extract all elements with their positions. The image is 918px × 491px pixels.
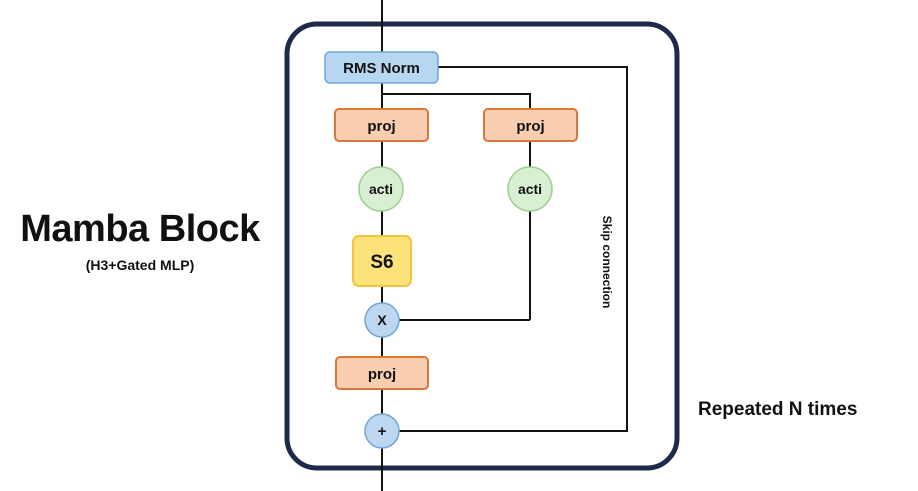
multiply-node: X (364, 302, 400, 338)
add-node: + (364, 413, 400, 449)
acti-right-label: acti (518, 181, 542, 197)
multiply-label: X (377, 312, 387, 328)
add-label: + (378, 423, 387, 440)
acti-right-node: acti (507, 166, 553, 212)
block-frame (284, 21, 680, 471)
proj-out-label: proj (368, 366, 396, 383)
rms-norm-label: RMS Norm (343, 60, 420, 77)
diagram-title: Mamba Block (20, 208, 260, 250)
acti-left-node: acti (358, 166, 404, 212)
proj-out-node: proj (335, 356, 429, 390)
skip-connection-label: Skip connection (600, 216, 614, 309)
branch-line (382, 93, 531, 110)
acti-left-label: acti (369, 181, 393, 197)
diagram-subtitle: (H3+Gated MLP) (85, 257, 195, 273)
proj-left-node: proj (334, 108, 429, 142)
rms-norm-node: RMS Norm (324, 51, 439, 84)
repeat-label: Repeated N times (698, 399, 858, 420)
proj-right-label: proj (516, 118, 544, 135)
proj-left-label: proj (367, 118, 395, 135)
skip-connection-line (382, 66, 628, 432)
proj-right-node: proj (483, 108, 578, 142)
s6-node: S6 (352, 235, 412, 287)
s6-label: S6 (370, 252, 393, 273)
